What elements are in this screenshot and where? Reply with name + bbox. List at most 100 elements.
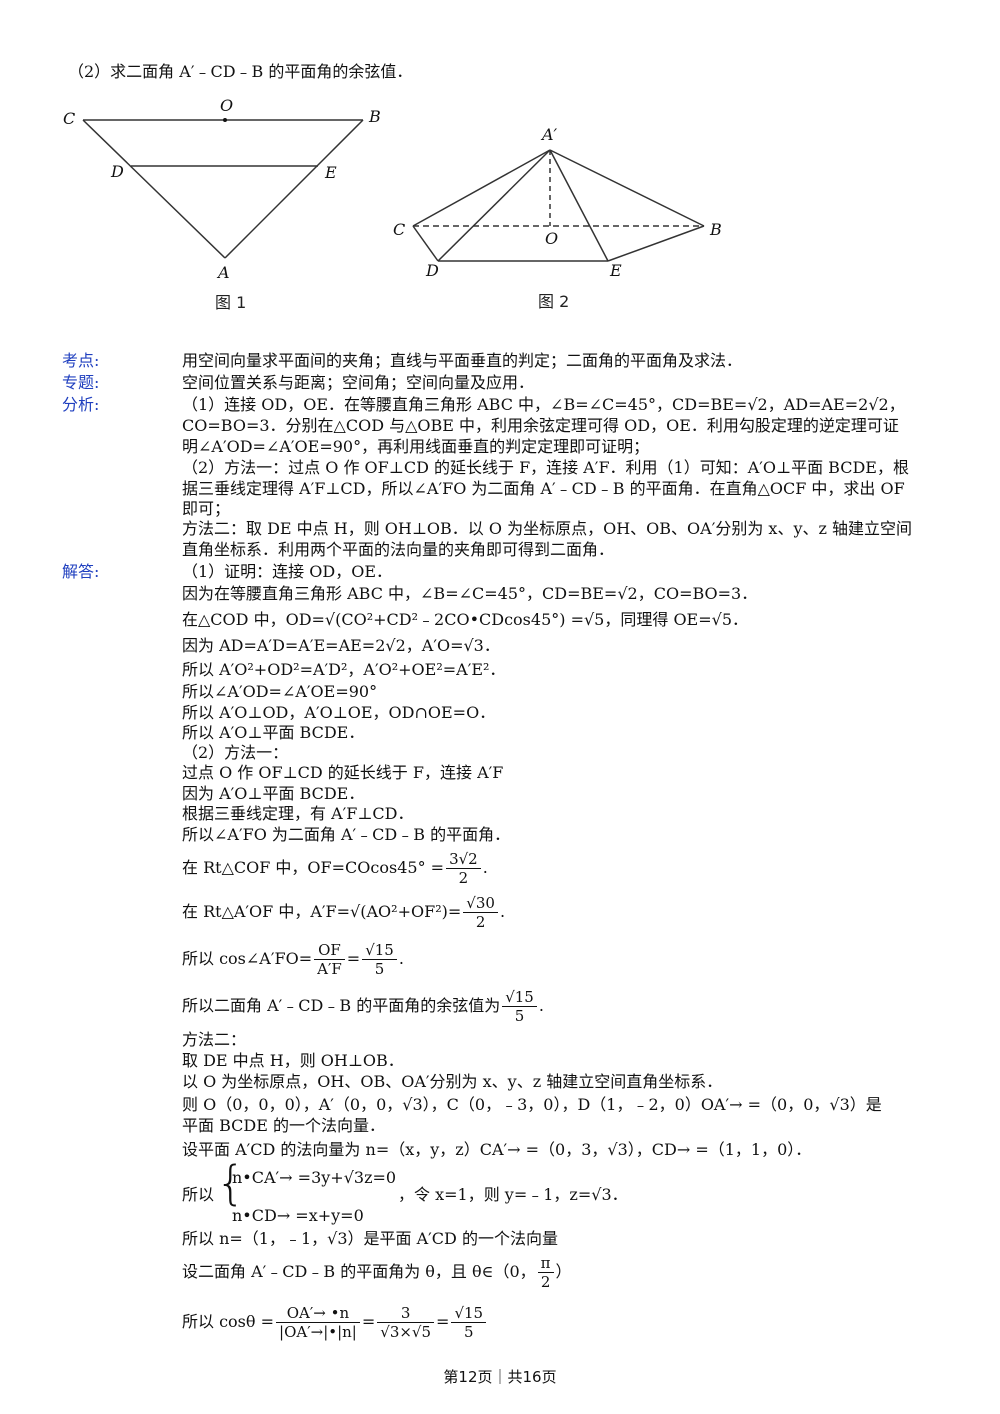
solution-line: 以 O 为坐标原点，OH、OB、OA′分别为 x、y、z 轴建立空间直角坐标系． bbox=[182, 1072, 723, 1091]
solution-line: 所以 A′O²+OD²=A′D²，A′O²+OE²=A′E²． bbox=[182, 660, 506, 679]
fig2-caption: 图 2 bbox=[538, 292, 569, 311]
solution-line: （2）方法一： bbox=[182, 743, 289, 762]
solution-line: 所以 A′O⊥平面 BCDE． bbox=[182, 723, 365, 742]
fraction-numerator: √15 bbox=[451, 1304, 487, 1323]
left-brace: { bbox=[216, 1156, 246, 1210]
fraction-numerator: √30 bbox=[463, 894, 498, 913]
solution-line: 所以 A′O⊥OD，A′O⊥OE，OD∩OE=O． bbox=[182, 703, 496, 722]
solution-line: 因为 A′O⊥平面 BCDE． bbox=[182, 784, 365, 803]
solution-line: 因为 AD=A′D=A′E=AE=2√2，A′O=√3． bbox=[182, 636, 500, 655]
fig2-line-ae bbox=[549, 149, 609, 262]
fraction-numerator: 3√2 bbox=[446, 850, 481, 869]
af-text: 在 Rt△A′OF 中，A′F=√(AO²+OF²)= bbox=[182, 902, 462, 921]
cos-text: 所以 cos∠A′FO= bbox=[182, 949, 313, 968]
solution-line: 在△COD 中，OD=√(CO²+CD²﹣2CO•CDcos45°) =√5，同… bbox=[182, 610, 749, 629]
solution-line: 所以∠A′FO 为二面角 A′﹣CD﹣B 的平面角． bbox=[182, 825, 511, 844]
figure-2: A′ C O B D E 图 2 bbox=[393, 125, 722, 311]
fraction-numerator: OF bbox=[314, 941, 345, 960]
fraction: 3√3×√5 bbox=[377, 1304, 435, 1341]
theta-close: ） bbox=[555, 1262, 572, 1281]
fig2-line-ab bbox=[549, 149, 705, 227]
fraction-denominator: |OA′→|•|n| bbox=[279, 1323, 357, 1341]
fig2-line-ad bbox=[437, 149, 551, 262]
theta-text: 设二面角 A′﹣CD﹣B 的平面角为 θ，且 θ∈（0， bbox=[182, 1262, 536, 1281]
fig1-label-c: C bbox=[63, 109, 75, 128]
fenxi-line: 明∠A′OD=∠A′OE=90°，再利用线面垂直的判定定理即可证明； bbox=[182, 437, 650, 456]
fraction: OA′→ •n|OA′→|•|n| bbox=[276, 1304, 360, 1341]
solution-line: 则 O（0，0，0），A′（0，0，√3），C（0，﹣3，0），D（1，﹣2，0… bbox=[182, 1095, 882, 1114]
solution-line: 设平面 A′CD 的法向量为 n=（x，y，z）CA′→ =（0，3，√3），C… bbox=[182, 1140, 812, 1159]
costheta-text: 所以 cosθ = bbox=[182, 1312, 275, 1331]
page-footer: 第12页｜共16页 bbox=[443, 1368, 557, 1386]
solution-line: 取 DE 中点 H，则 OH⊥OB． bbox=[182, 1051, 404, 1070]
solution-line: 所以∠A′OD=∠A′OE=90° bbox=[182, 682, 378, 701]
fig2-label-d: D bbox=[425, 261, 439, 280]
fraction-numerator: OA′→ •n bbox=[276, 1304, 360, 1323]
fraction-numerator: 3 bbox=[377, 1304, 435, 1323]
solution-line: 所以 n=（1，﹣1，√3）是平面 A′CD 的一个法向量 bbox=[182, 1229, 558, 1248]
fraction-denominator: 2 bbox=[458, 869, 469, 887]
system-eq-2: n•CD→ =x+y=0 bbox=[232, 1206, 364, 1225]
fenxi-line: 直角坐标系．利用两个平面的法向量的夹角即可得到二面角． bbox=[182, 540, 615, 559]
fraction-denominator: 5 bbox=[514, 1007, 525, 1025]
of-text: 在 Rt△COF 中，OF=COcos45° = bbox=[182, 858, 445, 877]
system-eq-1: n•CA′→ =3y+√3z=0 bbox=[232, 1168, 397, 1187]
fraction-denominator: 5 bbox=[464, 1323, 474, 1341]
label-zhuanti: 专题: bbox=[62, 373, 100, 392]
fig1-point-o bbox=[223, 118, 227, 122]
fraction-denominator: 5 bbox=[374, 960, 385, 978]
solution-line: 方法二： bbox=[182, 1030, 247, 1049]
fraction-denominator: A′F bbox=[317, 960, 342, 978]
fenxi-line: 据三垂线定理得 A′F⊥CD，所以∠A′FO 为二面角 A′﹣CD﹣B 的平面角… bbox=[182, 479, 905, 498]
fraction-denominator: 2 bbox=[475, 913, 486, 931]
solution-line: （1）证明：连接 OD，OE． bbox=[182, 562, 393, 581]
fig1-label-b: B bbox=[368, 107, 381, 126]
fraction-denominator: 2 bbox=[540, 1273, 551, 1291]
fig2-label-c: C bbox=[393, 220, 405, 239]
zhuanti-text: 空间位置关系与距离；空间角；空间向量及应用． bbox=[182, 373, 535, 392]
fig2-line-ac bbox=[412, 149, 551, 227]
fenxi-line: CO=BO=3．分别在△COD 与△OBE 中，利用余弦定理可得 OD，OE．利… bbox=[182, 416, 899, 435]
fraction-numerator: √15 bbox=[502, 988, 537, 1007]
fig2-line-eb bbox=[607, 225, 705, 262]
answer-text: 所以二面角 A′﹣CD﹣B 的平面角的余弦值为 bbox=[182, 996, 501, 1015]
fig1-caption: 图 1 bbox=[215, 293, 246, 312]
question-text: （2）求二面角 A′﹣CD﹣B 的平面角的余弦值． bbox=[68, 62, 413, 81]
fig1-label-e: E bbox=[324, 163, 337, 182]
system-suffix: ，令 x=1，则 y=﹣1，z=√3． bbox=[398, 1185, 628, 1204]
fig2-label-a: A′ bbox=[540, 125, 558, 144]
solution-line: 根据三垂线定理，有 A′F⊥CD． bbox=[182, 804, 414, 823]
fraction-numerator: √15 bbox=[362, 941, 397, 960]
fenxi-line: （1）连接 OD，OE．在等腰直角三角形 ABC 中，∠B=∠C=45°，CD=… bbox=[182, 395, 905, 414]
label-kaodian: 考点: bbox=[62, 351, 100, 370]
fig2-line-cd bbox=[412, 225, 439, 262]
solution-line: 过点 O 作 OF⊥CD 的延长线于 F，连接 A′F bbox=[182, 763, 504, 782]
fraction-denominator: √3×√5 bbox=[380, 1323, 432, 1341]
fig1-line-ca bbox=[82, 119, 226, 259]
fenxi-line: （2）方法一：过点 O 作 OF⊥CD 的延长线于 F，连接 A′F．利用（1）… bbox=[182, 458, 909, 477]
fig1-label-o: O bbox=[220, 96, 233, 115]
fig1-label-d: D bbox=[110, 162, 124, 181]
label-fenxi: 分析: bbox=[62, 395, 100, 414]
figure-1: C O B D E A 图 1 bbox=[63, 96, 381, 312]
fenxi-line: 方法二：取 DE 中点 H，则 OH⊥OB．以 O 为坐标原点，OH、OB、OA… bbox=[182, 519, 913, 538]
fig2-label-b: B bbox=[709, 220, 722, 239]
fig1-line-ba bbox=[224, 119, 364, 259]
label-jieda: 解答: bbox=[62, 562, 100, 581]
solution-line: 因为在等腰直角三角形 ABC 中，∠B=∠C=45°，CD=BE=√2，CO=B… bbox=[182, 584, 758, 603]
kaodian-text: 用空间向量求平面间的夹角；直线与平面垂直的判定；二面角的平面角及求法． bbox=[182, 351, 743, 370]
fig2-label-e: E bbox=[609, 261, 622, 280]
solution-line: 平面 BCDE 的一个法向量． bbox=[182, 1116, 385, 1135]
